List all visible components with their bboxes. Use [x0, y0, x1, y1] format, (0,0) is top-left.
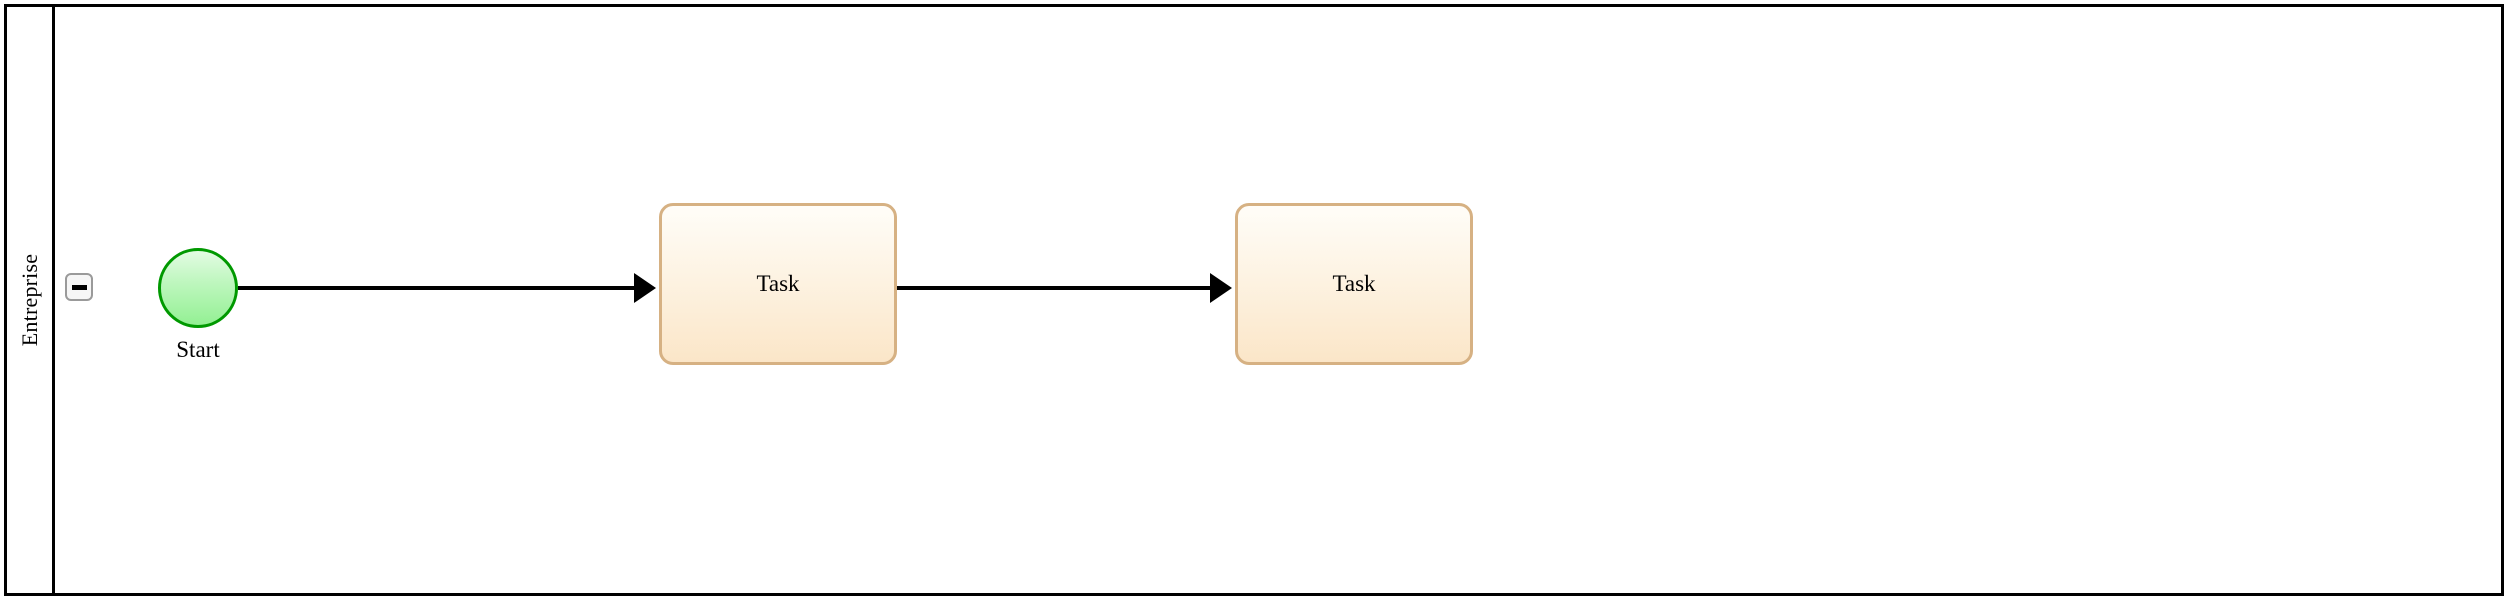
pool-entreprise[interactable]: Entreprise Start Task Task: [4, 4, 2504, 596]
lane-header[interactable]: Entreprise: [7, 7, 55, 593]
arrowhead-icon: [1210, 273, 1232, 303]
start-event-label: Start: [176, 337, 220, 362]
sequence-flow-2[interactable]: [897, 286, 1210, 290]
sequence-flow-1[interactable]: [238, 286, 634, 290]
arrowhead-icon: [634, 273, 656, 303]
task-label: Task: [1332, 271, 1376, 296]
task-label: Task: [756, 271, 800, 296]
collapse-lane-button[interactable]: [65, 273, 93, 301]
start-event-node[interactable]: [158, 248, 238, 328]
task-node-2[interactable]: Task: [1235, 203, 1473, 365]
task-node-1[interactable]: Task: [659, 203, 897, 365]
minus-icon: [71, 284, 87, 290]
lane-label: Entreprise: [16, 253, 42, 347]
